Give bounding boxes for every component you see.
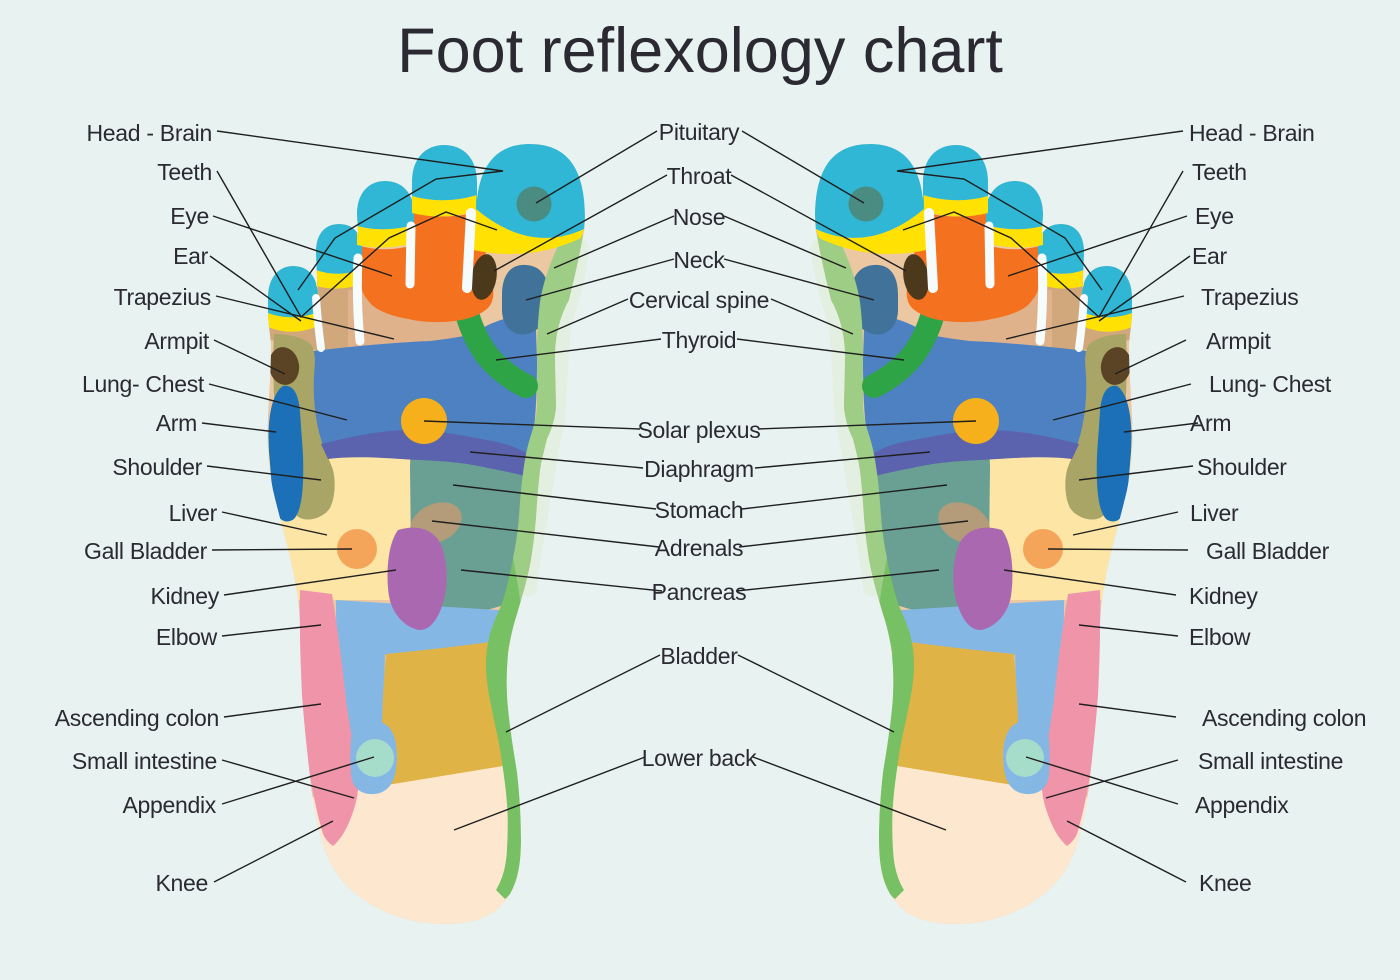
svg-text:Pituitary: Pituitary [659,119,740,145]
svg-text:Ear: Ear [173,243,209,269]
svg-text:Ascending colon: Ascending colon [1202,705,1366,731]
svg-text:Appendix: Appendix [1195,792,1289,818]
svg-text:Kidney: Kidney [150,583,219,609]
svg-text:Adrenals: Adrenals [655,535,743,561]
svg-text:Armpit: Armpit [1206,328,1272,354]
svg-text:Pancreas: Pancreas [652,579,747,605]
svg-text:Solar plexus: Solar plexus [638,417,761,443]
svg-text:Arm: Arm [156,410,197,436]
svg-text:Throat: Throat [667,163,733,189]
svg-text:Nose: Nose [673,204,726,230]
svg-text:Kidney: Kidney [1189,583,1258,609]
svg-text:Eye: Eye [170,203,209,229]
svg-text:Lower back: Lower back [642,745,757,771]
svg-text:Elbow: Elbow [1189,624,1251,650]
svg-text:Lung- Chest: Lung- Chest [82,371,205,397]
svg-text:Ear: Ear [1192,243,1228,269]
svg-text:Trapezius: Trapezius [114,284,211,310]
svg-text:Head - Brain: Head - Brain [86,120,212,146]
svg-text:Small intestine: Small intestine [1198,748,1343,774]
svg-text:Liver: Liver [1190,500,1239,526]
svg-text:Trapezius: Trapezius [1201,284,1298,310]
svg-text:Head - Brain: Head - Brain [1189,120,1315,146]
svg-text:Appendix: Appendix [122,792,216,818]
svg-text:Foot reflexology chart: Foot reflexology chart [397,16,1003,86]
svg-text:Knee: Knee [1199,870,1252,896]
svg-text:Shoulder: Shoulder [112,454,202,480]
svg-text:Arm: Arm [1190,410,1231,436]
svg-text:Armpit: Armpit [144,328,210,354]
svg-text:Gall Bladder: Gall Bladder [84,538,208,564]
svg-text:Stomach: Stomach [655,497,744,523]
svg-text:Eye: Eye [1195,203,1234,229]
svg-text:Ascending colon: Ascending colon [55,705,219,731]
svg-text:Liver: Liver [169,500,218,526]
svg-text:Cervical spine: Cervical spine [629,287,769,313]
svg-text:Lung- Chest: Lung- Chest [1209,371,1332,397]
svg-text:Thyroid: Thyroid [662,327,737,353]
svg-text:Small intestine: Small intestine [72,748,217,774]
svg-text:Bladder: Bladder [660,643,738,669]
svg-text:Teeth: Teeth [1192,159,1247,185]
svg-text:Teeth: Teeth [157,159,212,185]
svg-text:Knee: Knee [155,870,208,896]
svg-text:Gall Bladder: Gall Bladder [1206,538,1330,564]
svg-text:Diaphragm: Diaphragm [644,456,754,482]
svg-text:Neck: Neck [673,247,725,273]
svg-text:Elbow: Elbow [156,624,218,650]
svg-text:Shoulder: Shoulder [1197,454,1287,480]
